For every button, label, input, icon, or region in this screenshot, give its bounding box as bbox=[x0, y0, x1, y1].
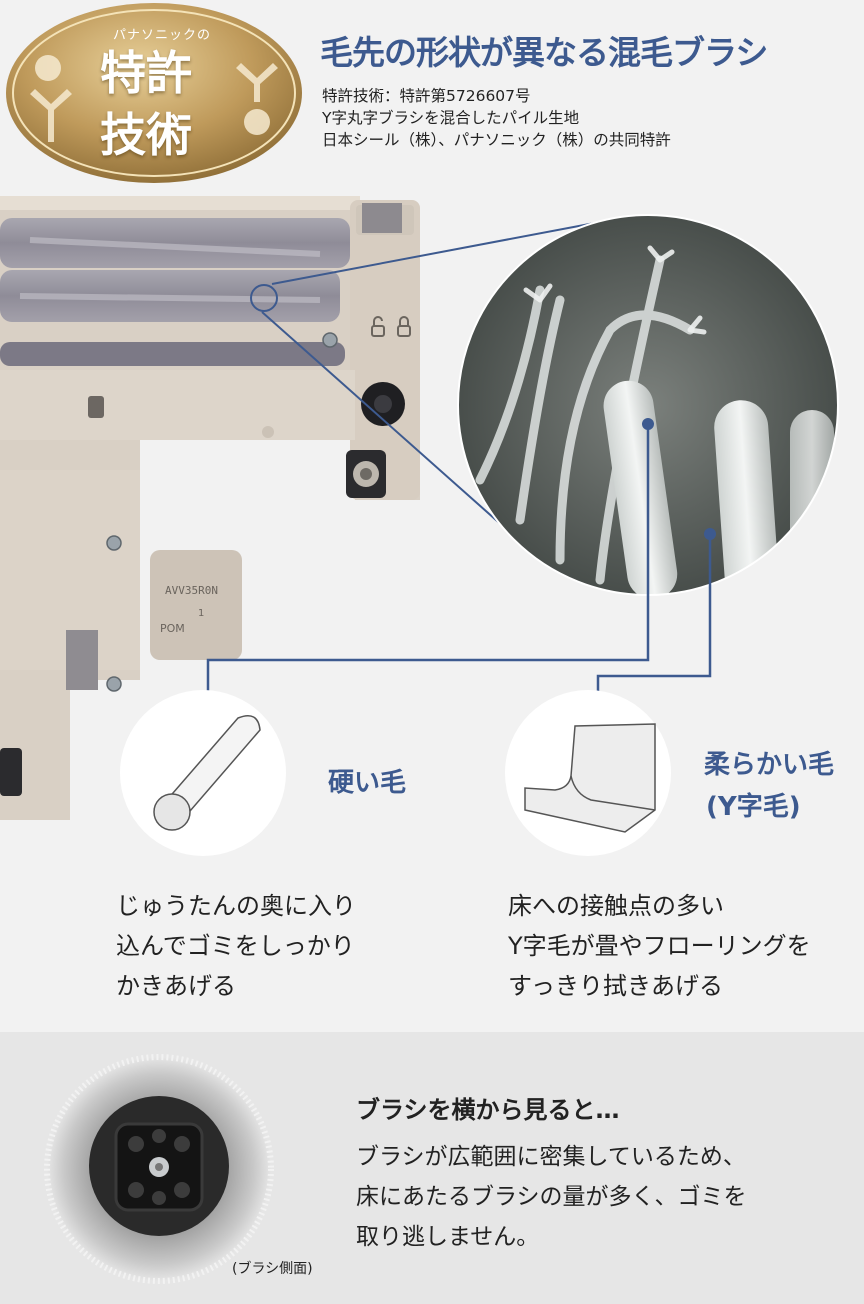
patent-number: 特許技術：特許第5726607号 bbox=[322, 87, 531, 105]
y-bristle-shape-icon bbox=[524, 723, 656, 833]
model-label: AVV35R0N bbox=[165, 584, 218, 597]
patent-description: Y字丸字ブラシを混合したパイル生地 bbox=[322, 109, 580, 127]
hard-bristle-bubble bbox=[120, 690, 286, 856]
side-view-text-line: ブラシが広範囲に密集しているため、 bbox=[356, 1144, 746, 1170]
hard-bristle-label: 硬い毛 bbox=[328, 768, 407, 798]
badge-caption: パナソニックの bbox=[112, 28, 211, 43]
wheel bbox=[346, 450, 386, 498]
soft-bristle-marker bbox=[704, 528, 716, 540]
side-view-text-line: 取り逃しません。 bbox=[356, 1224, 540, 1250]
brush-side-view-image bbox=[44, 1054, 274, 1284]
hard-bristle-marker bbox=[642, 418, 654, 430]
brush-rollers bbox=[0, 218, 350, 366]
patent-holders: 日本シール（株）、パナソニック（株）の共同特許 bbox=[322, 131, 671, 149]
magnifier-lines bbox=[250, 221, 601, 529]
page-title: 毛先の形状が異なる混毛ブラシ bbox=[320, 33, 768, 72]
soft-bristle-bubble bbox=[505, 690, 671, 856]
lock-icon bbox=[371, 316, 411, 337]
soft-bristle-desc-line: Y字毛が畳やフローリングを bbox=[508, 932, 811, 960]
soft-bristle-sublabel: (Y字毛) bbox=[706, 792, 801, 822]
pointer-lines bbox=[206, 424, 712, 692]
screws bbox=[106, 332, 338, 692]
lever-number: 1 bbox=[198, 608, 204, 619]
round-bristle-icon bbox=[153, 715, 261, 831]
side-view-text-line: 床にあたるブラシの量が多く、ゴミを bbox=[356, 1184, 747, 1210]
hard-bristle-desc-line: じゅうたんの奥に入り bbox=[116, 892, 356, 920]
side-view-title: ブラシを横から見ると… bbox=[356, 1096, 620, 1124]
badge-title-line1: 特許 bbox=[100, 46, 192, 100]
soft-bristle-desc-line: すっきり拭きあげる bbox=[508, 972, 724, 1000]
y-bristle-icon bbox=[236, 63, 278, 135]
patent-badge-shape bbox=[6, 3, 302, 183]
soft-bristle-desc-line: 床への接触点の多い bbox=[508, 892, 724, 920]
product-illustration: AVV35R0N 1 POM bbox=[0, 196, 839, 820]
hard-bristle-desc-line: かきあげる bbox=[116, 972, 236, 1000]
y-bristle-icon bbox=[30, 55, 72, 142]
patent-badge: パナソニックの 特許 技術 bbox=[4, 2, 304, 184]
badge-title-line2: 技術 bbox=[100, 108, 192, 162]
side-view-caption: (ブラシ側面) bbox=[232, 1261, 313, 1277]
hard-bristle-desc-line: 込んでゴミをしっかり bbox=[116, 932, 355, 960]
wheel bbox=[0, 748, 22, 796]
soft-bristle-label: 柔らかい毛 bbox=[704, 750, 835, 780]
lever-mark: POM bbox=[160, 622, 185, 635]
